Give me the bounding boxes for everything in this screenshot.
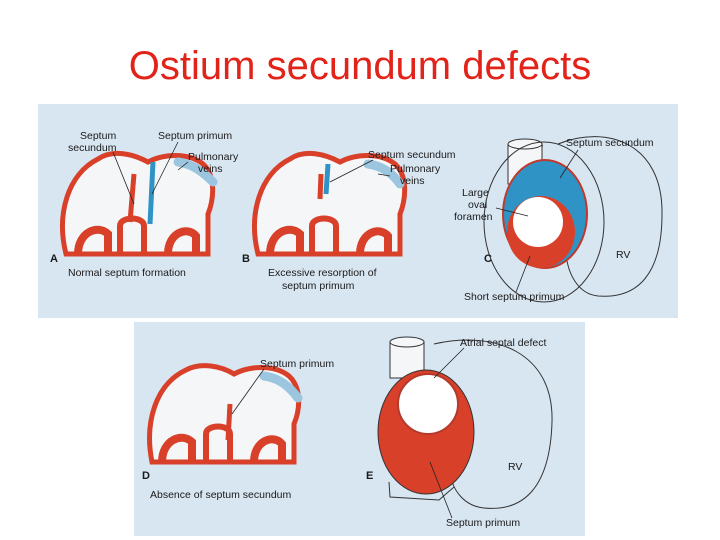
label-c-septum-secundum: Septum secundum bbox=[566, 137, 654, 149]
heart-c-drawing bbox=[483, 136, 663, 303]
leader-c-foramen bbox=[495, 207, 529, 217]
caption-b-2: septum primum bbox=[282, 280, 355, 292]
leader-a-primum bbox=[151, 141, 179, 195]
diagram-panel-bottom-svg: Septum primum D Absence of septum secund… bbox=[142, 336, 553, 529]
label-b-septum-secundum: Septum secundum bbox=[368, 149, 456, 161]
leader-d-primum bbox=[231, 368, 265, 415]
label-e-rv: RV bbox=[508, 461, 522, 473]
label-c-large-3: foramen bbox=[454, 211, 493, 223]
heart-b-drawing bbox=[252, 150, 408, 257]
label-a-septum-secundum-2: secundum bbox=[68, 142, 117, 154]
letter-d: D bbox=[142, 470, 150, 482]
label-b-pulmonary-veins-2: veins bbox=[400, 175, 425, 187]
leader-b-secundum bbox=[329, 159, 374, 183]
caption-b-1: Excessive resorption of bbox=[268, 267, 377, 279]
letter-a: A bbox=[50, 253, 58, 265]
label-c-rv: RV bbox=[616, 249, 630, 261]
diagram-panel-bottom: Septum primum D Absence of septum secund… bbox=[134, 322, 585, 536]
label-a-pulmonary-veins-1: Pulmonary bbox=[188, 151, 239, 163]
letter-e: E bbox=[366, 470, 373, 482]
label-c-short-septum-primum: Short septum primum bbox=[464, 291, 565, 303]
heart-d-drawing bbox=[147, 363, 303, 465]
label-b-pulmonary-veins-1: Pulmonary bbox=[390, 163, 441, 175]
letter-b: B bbox=[242, 253, 250, 265]
label-c-large-2: oval bbox=[468, 199, 487, 211]
caption-a: Normal septum formation bbox=[68, 267, 186, 279]
leader-b-veins bbox=[377, 173, 391, 177]
heart-a-drawing bbox=[60, 150, 218, 257]
label-a-pulmonary-veins-2: veins bbox=[198, 163, 223, 175]
label-a-septum-secundum-1: Septum bbox=[80, 130, 116, 142]
caption-d: Absence of septum secundum bbox=[150, 489, 292, 501]
label-c-large-1: Large bbox=[462, 187, 489, 199]
slide-title: Ostium secundum defects bbox=[128, 44, 592, 88]
leader-e-primum bbox=[429, 461, 453, 519]
letter-c: C bbox=[484, 253, 492, 265]
diagram-panel-top-svg: Septum secundum Septum primum Pulmonary … bbox=[50, 130, 663, 303]
leader-a-secundum bbox=[112, 151, 135, 205]
label-e-atrial-septal-defect: Atrial septal defect bbox=[460, 337, 546, 349]
leader-a-veins bbox=[177, 161, 189, 171]
leader-c-secundum bbox=[559, 149, 579, 179]
leader-c-short-primum bbox=[515, 255, 531, 293]
leader-e-asd bbox=[433, 347, 465, 379]
label-e-septum-primum: Septum primum bbox=[446, 517, 520, 529]
label-a-septum-primum: Septum primum bbox=[158, 130, 232, 142]
label-d-septum-primum: Septum primum bbox=[260, 358, 334, 370]
diagram-panel-top: Septum secundum Septum primum Pulmonary … bbox=[38, 104, 678, 318]
heart-e-drawing bbox=[377, 336, 553, 509]
